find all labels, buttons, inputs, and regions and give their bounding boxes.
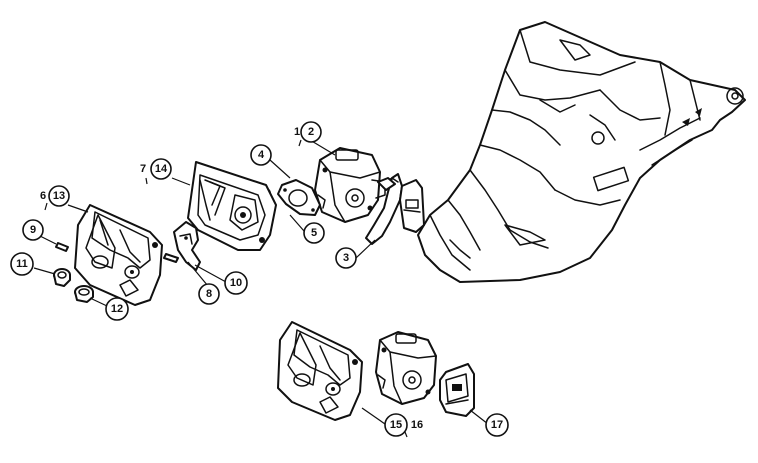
- callout-1: 1: [294, 126, 300, 138]
- callout-3: 3: [335, 247, 357, 269]
- callout-label: 5: [311, 227, 317, 239]
- carburetor: [314, 147, 386, 223]
- callout-6: 6: [40, 190, 46, 202]
- filter-housing: [187, 161, 277, 251]
- intake-manifold: [365, 173, 425, 245]
- callout-17: 17: [485, 413, 509, 437]
- callout-label: 10: [230, 277, 242, 289]
- callout-8: 8: [198, 283, 220, 305]
- grommet: [74, 285, 94, 303]
- callout-5: 5: [303, 222, 325, 244]
- callout-label: 2: [308, 126, 314, 138]
- bracket: [173, 221, 201, 271]
- callout-label: 16: [411, 419, 423, 431]
- callout-label: 1: [294, 126, 300, 138]
- callout-label: 4: [258, 149, 265, 161]
- pin: [55, 242, 69, 252]
- callout-label: 13: [53, 190, 65, 202]
- gasket: [277, 179, 321, 216]
- filter-cover: [277, 321, 363, 421]
- callout-16: 16: [411, 419, 423, 431]
- callout-2: 2: [300, 121, 322, 143]
- callout-label: 6: [40, 190, 46, 202]
- callout-4: 4: [250, 144, 272, 166]
- filter-cover: [74, 204, 163, 306]
- flange-adapter: [439, 363, 475, 417]
- grommet: [53, 268, 71, 287]
- leader-lines: [33, 139, 489, 438]
- callout-13: 13: [48, 185, 70, 207]
- callout-label: 9: [30, 224, 36, 236]
- callout-label: 7: [140, 163, 146, 175]
- callout-label: 12: [111, 303, 123, 315]
- callout-9: 9: [22, 219, 44, 241]
- callout-15: 15: [384, 413, 408, 437]
- callout-label: 17: [491, 419, 503, 431]
- callout-label: 8: [206, 288, 212, 300]
- callout-10: 10: [224, 271, 248, 295]
- callout-label: 11: [16, 258, 28, 270]
- pin: [163, 253, 179, 263]
- callout-label: 15: [390, 419, 402, 431]
- callout-7: 7: [140, 163, 146, 175]
- chainsaw-housing: [417, 21, 746, 283]
- callout-12: 12: [105, 297, 129, 321]
- carburetor: [375, 331, 437, 405]
- callout-14: 14: [150, 158, 172, 180]
- callout-label: 3: [343, 252, 349, 264]
- callout-11: 11: [10, 252, 34, 276]
- callout-label: 14: [155, 163, 168, 175]
